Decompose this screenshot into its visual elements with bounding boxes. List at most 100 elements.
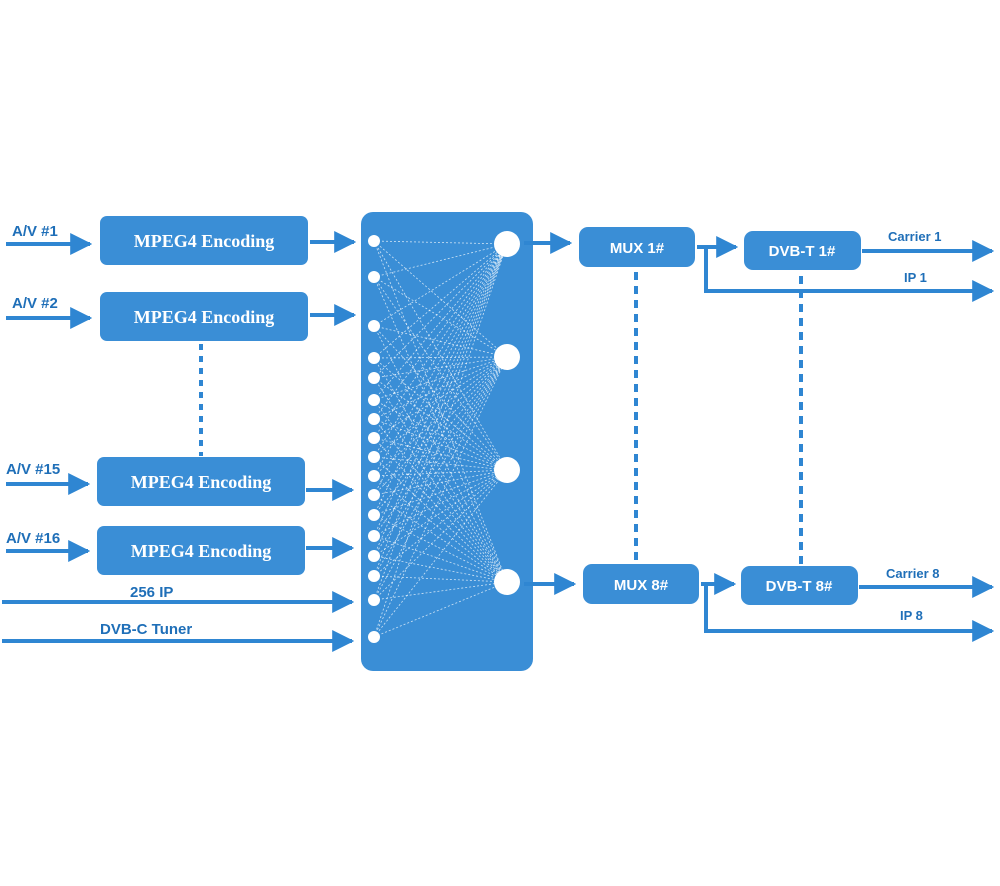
matrix-link-6-4: [373, 399, 508, 583]
dvbt-box-1: DVB-T 1#: [744, 231, 861, 270]
matrix-link-14-1: [373, 243, 508, 557]
matrix-link-5-1: [373, 243, 508, 379]
matrix-input-port-11: [368, 489, 380, 501]
matrix-ports: [368, 231, 520, 643]
label-ip-8: IP 8: [900, 608, 923, 623]
matrix-input-port-2: [368, 271, 380, 283]
matrix-links: [373, 240, 508, 638]
matrix-link-8-2: [373, 356, 508, 439]
matrix-input-port-10: [368, 470, 380, 482]
mux-label-8: MUX 8#: [614, 577, 669, 594]
matrix-input-port-14: [368, 550, 380, 562]
matrix-link-7-2: [373, 356, 508, 420]
matrix-link-12-2: [373, 356, 508, 516]
ip-1-arrow: [704, 247, 995, 302]
matrix-link-10-4: [373, 475, 508, 583]
matrix-link-11-4: [373, 494, 508, 583]
matrix-link-8-1: [373, 243, 508, 439]
label-av1: A/V #1: [12, 223, 58, 240]
mux-box-8: MUX 8#: [583, 564, 699, 604]
matrix-link-12-3: [373, 469, 508, 516]
encoder-box-1: MPEG4 Encoding: [100, 216, 308, 265]
label-dvbc-tuner: DVB-C Tuner: [100, 621, 192, 638]
matrix-output-port-4: [494, 569, 520, 595]
matrix-link-10-2: [373, 356, 508, 477]
label-256-ip: 256 IP: [130, 584, 173, 601]
label-carrier-8: Carrier 8: [886, 566, 939, 581]
matrix-link-15-2: [373, 356, 508, 577]
matrix-input-port-16: [368, 594, 380, 606]
matrix-link-6-2: [373, 356, 508, 401]
matrix-input-port-13: [368, 530, 380, 542]
matrix-output-port-2: [494, 344, 520, 370]
matrix-input-port-8: [368, 432, 380, 444]
matrix-input-port-4: [368, 352, 380, 364]
matrix-input-port-12: [368, 509, 380, 521]
mux-label-1: MUX 1#: [610, 240, 665, 257]
matrix-link-14-4: [373, 555, 508, 583]
matrix-link-11-1: [373, 243, 508, 496]
matrix-link-1-2: [373, 240, 508, 358]
matrix-link-16-3: [373, 469, 508, 601]
label-av15: A/V #15: [6, 461, 60, 478]
matrix-link-3-3: [373, 325, 508, 471]
matrix-input-port-5: [368, 372, 380, 384]
matrix-input-port-3: [368, 320, 380, 332]
matrix-link-13-3: [373, 469, 508, 537]
matrix-input-port-1: [368, 235, 380, 247]
dvbt-label-1: DVB-T 1#: [769, 243, 836, 260]
matrix-link-4-3: [373, 357, 508, 471]
matrix-link-9-1: [373, 243, 508, 458]
matrix-input-port-7: [368, 413, 380, 425]
encoder-label-1: MPEG4 Encoding: [134, 231, 275, 251]
matrix-link-16-1: [373, 243, 508, 601]
matrix-link-1-3: [373, 240, 508, 471]
matrix-link-2-1: [373, 243, 508, 278]
matrix-link-13-4: [373, 535, 508, 583]
matrix-link-13-2: [373, 356, 508, 537]
matrix-link-11-3: [373, 469, 508, 496]
label-av16: A/V #16: [6, 530, 60, 547]
matrix-link-13-1: [373, 243, 508, 537]
encoder-box-2: MPEG4 Encoding: [100, 292, 308, 341]
matrix-output-port-3: [494, 457, 520, 483]
matrix-link-2-3: [373, 276, 508, 471]
matrix-link-2-2: [373, 276, 508, 358]
encoder-box-15: MPEG4 Encoding: [97, 457, 305, 506]
matrix-input-port-17: [368, 631, 380, 643]
matrix-output-port-1: [494, 231, 520, 257]
encoder-box-16: MPEG4 Encoding: [97, 526, 305, 575]
matrix-link-7-4: [373, 418, 508, 583]
matrix-link-10-1: [373, 243, 508, 477]
matrix-link-17-1: [373, 243, 508, 638]
dvbt-label-8: DVB-T 8#: [766, 578, 833, 595]
matrix-link-7-1: [373, 243, 508, 420]
matrix-link-2-4: [373, 276, 508, 583]
label-carrier-1: Carrier 1: [888, 229, 941, 244]
label-av2: A/V #2: [12, 295, 58, 312]
matrix-link-4-4: [373, 357, 508, 583]
ip-8-arrow: [704, 584, 995, 642]
matrix-input-port-9: [368, 451, 380, 463]
switch-matrix: [361, 212, 533, 671]
label-ip-1: IP 1: [904, 270, 927, 285]
matrix-link-8-3: [373, 437, 508, 471]
matrix-link-9-4: [373, 456, 508, 583]
matrix-input-port-15: [368, 570, 380, 582]
matrix-link-4-1: [373, 243, 508, 359]
matrix-link-6-3: [373, 399, 508, 471]
matrix-input-port-6: [368, 394, 380, 406]
encoder-label-16: MPEG4 Encoding: [131, 541, 272, 561]
matrix-link-12-4: [373, 514, 508, 583]
encoder-label-15: MPEG4 Encoding: [131, 472, 272, 492]
mux-box-1: MUX 1#: [579, 227, 695, 267]
matrix-link-8-4: [373, 437, 508, 583]
matrix-link-15-3: [373, 469, 508, 577]
matrix-link-5-3: [373, 377, 508, 471]
matrix-link-17-3: [373, 469, 508, 638]
matrix-link-5-2: [373, 356, 508, 379]
encoder-label-2: MPEG4 Encoding: [134, 307, 275, 327]
matrix-link-1-4: [373, 240, 508, 583]
dvbt-box-8: DVB-T 8#: [741, 566, 858, 605]
